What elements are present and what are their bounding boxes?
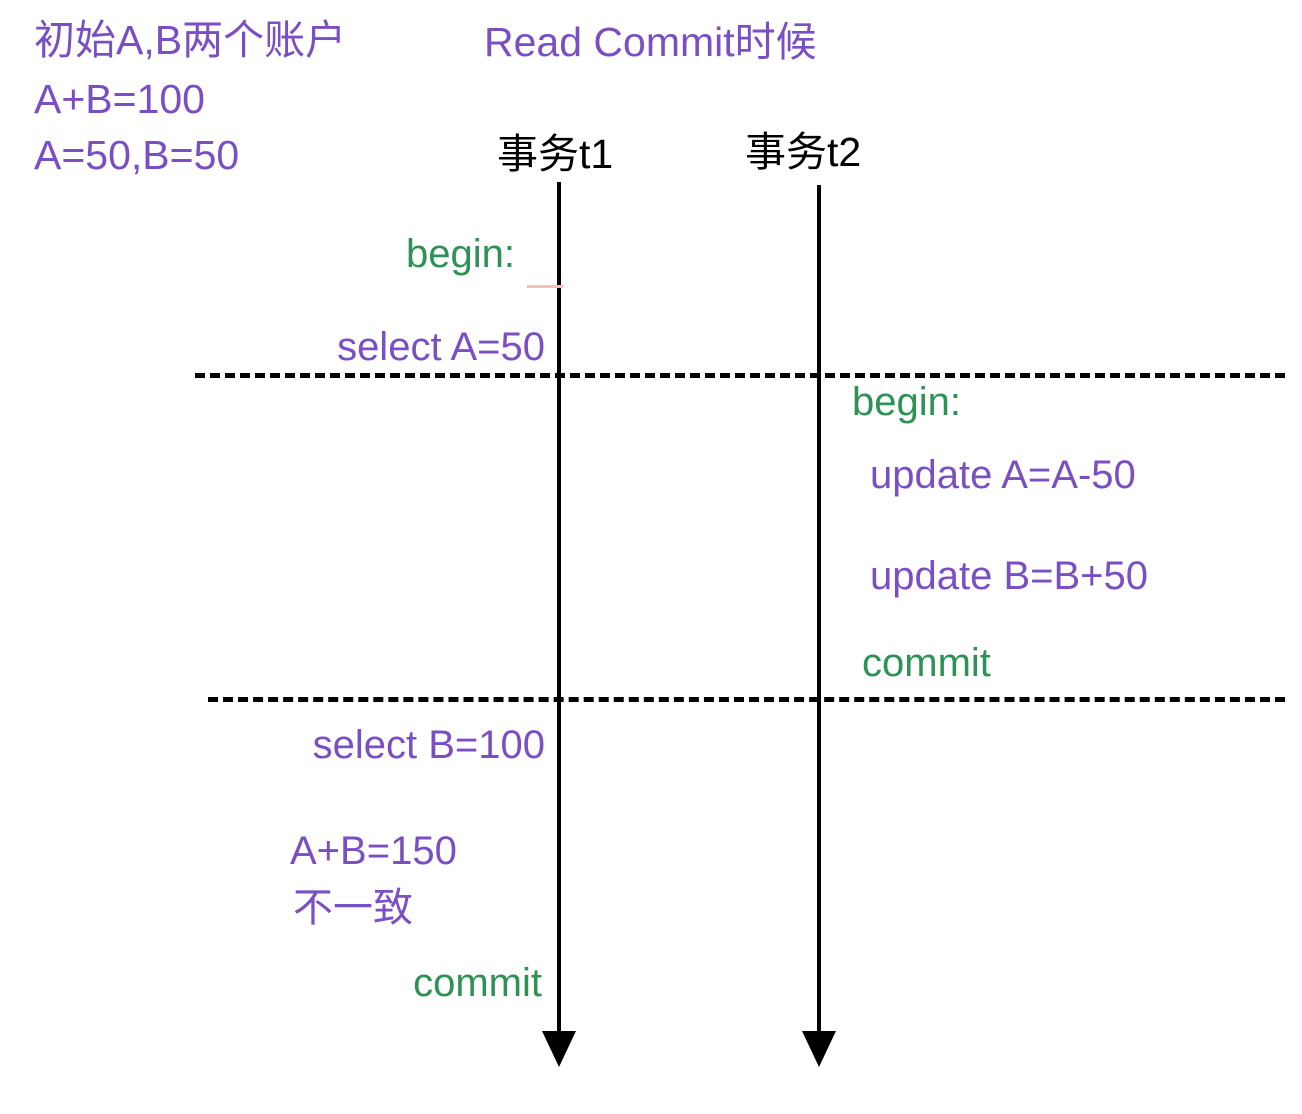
txn-header-t2: 事务t2 xyxy=(745,129,862,175)
lifeline-t2-arrowhead xyxy=(802,1031,836,1067)
separator-read-boundary-first xyxy=(195,373,1285,378)
t2-step-begin: begin: xyxy=(852,380,961,424)
lifeline-t2 xyxy=(817,185,821,1035)
lifeline-t1-arrowhead xyxy=(542,1031,576,1067)
intro-line-2: A+B=100 xyxy=(34,76,205,122)
lifeline-t1 xyxy=(557,182,561,1035)
t2-step-update-b: update B=B+50 xyxy=(870,554,1149,598)
separator-read-boundary-second xyxy=(208,697,1285,702)
t1-step-sum: A+B=150 xyxy=(290,829,457,873)
t1-step-begin: begin: xyxy=(406,232,515,276)
t1-step-inconsistent: 不一致 xyxy=(293,886,413,930)
t1-step-commit: commit xyxy=(413,961,542,1005)
t1-step-select-b: select B=100 xyxy=(312,723,545,767)
txn-header-t1: 事务t1 xyxy=(497,131,614,177)
t1-step-select-a: select A=50 xyxy=(337,325,545,369)
t2-step-update-a: update A=A-50 xyxy=(870,453,1136,497)
intro-line-3: A=50,B=50 xyxy=(34,132,240,178)
diagram-title: Read Commit时候 xyxy=(484,19,817,65)
intro-line-1: 初始A,B两个账户 xyxy=(34,17,347,63)
begin-marker-tick xyxy=(527,285,563,288)
t2-step-commit: commit xyxy=(862,641,991,685)
